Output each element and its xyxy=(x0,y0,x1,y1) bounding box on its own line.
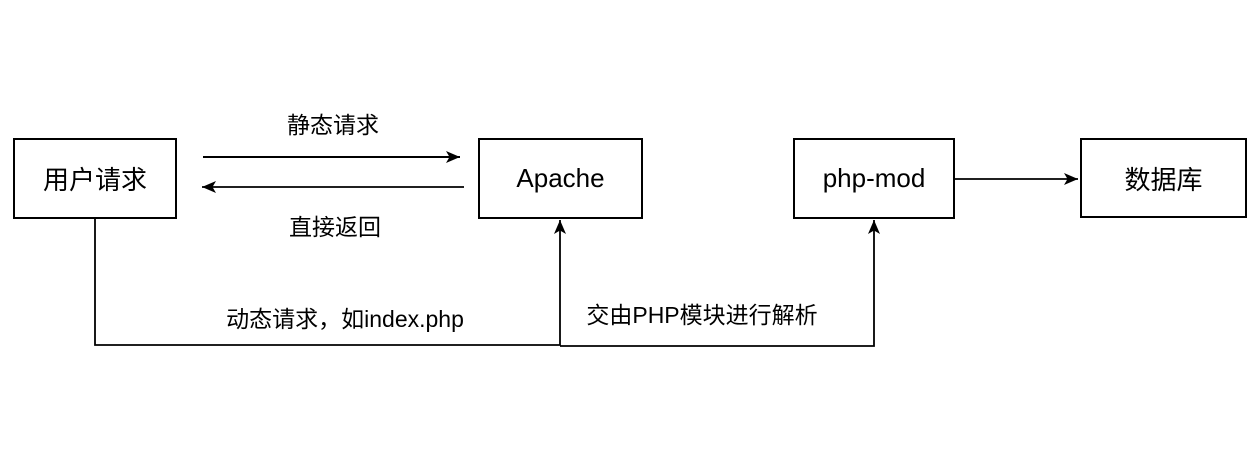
node-php-mod-label: php-mod xyxy=(822,163,926,193)
node-database: 数据库 xyxy=(1080,138,1247,218)
node-user-request: 用户请求 xyxy=(13,138,177,219)
edge-label-direct-return: 直接返回 xyxy=(286,214,384,242)
node-apache-label: Apache xyxy=(516,163,605,193)
edge-php-parse-arrow xyxy=(560,220,880,347)
edge-label-php-parse: 交由PHP模块进行解析 xyxy=(583,302,821,330)
node-php-mod: php-mod xyxy=(793,138,955,219)
node-database-label: 数据库 xyxy=(1124,164,1203,195)
edge-label-static-request: 静态请求 xyxy=(284,112,382,140)
node-apache: Apache xyxy=(478,138,643,219)
edge-dynamic-request-arrow xyxy=(94,219,566,346)
node-user-request-label: 用户请求 xyxy=(42,165,147,195)
edge-label-dynamic-request: 动态请求，如index.php xyxy=(223,306,467,334)
